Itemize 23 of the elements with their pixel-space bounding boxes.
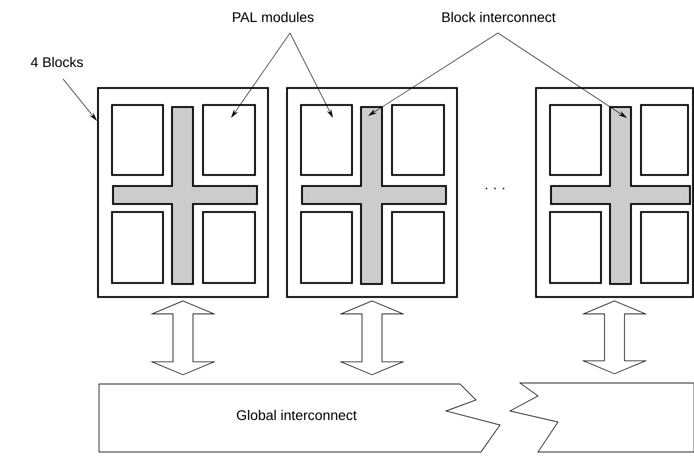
module-box <box>111 211 164 284</box>
module-box <box>640 211 689 284</box>
module-box <box>549 104 602 176</box>
module-box <box>391 104 445 176</box>
module-box <box>300 104 353 176</box>
module-box <box>202 104 256 176</box>
double-arrow <box>150 300 216 376</box>
interconnect-cross <box>550 106 691 285</box>
callout-label: 4 Blocks <box>30 56 83 68</box>
interconnect-cross <box>112 106 258 285</box>
module-box <box>640 104 689 176</box>
module-box <box>300 211 353 284</box>
module-box <box>111 104 164 176</box>
module-box <box>391 211 445 284</box>
bus-shape <box>509 382 694 452</box>
callout-label: Block interconnect <box>442 12 556 22</box>
callout-label: PAL modules <box>233 12 314 22</box>
double-arrow <box>339 300 405 376</box>
double-arrow <box>582 300 648 374</box>
ellipsis: · · · <box>486 188 504 190</box>
module-box <box>549 211 602 284</box>
module-box <box>202 211 256 284</box>
interconnect-cross <box>301 106 447 285</box>
